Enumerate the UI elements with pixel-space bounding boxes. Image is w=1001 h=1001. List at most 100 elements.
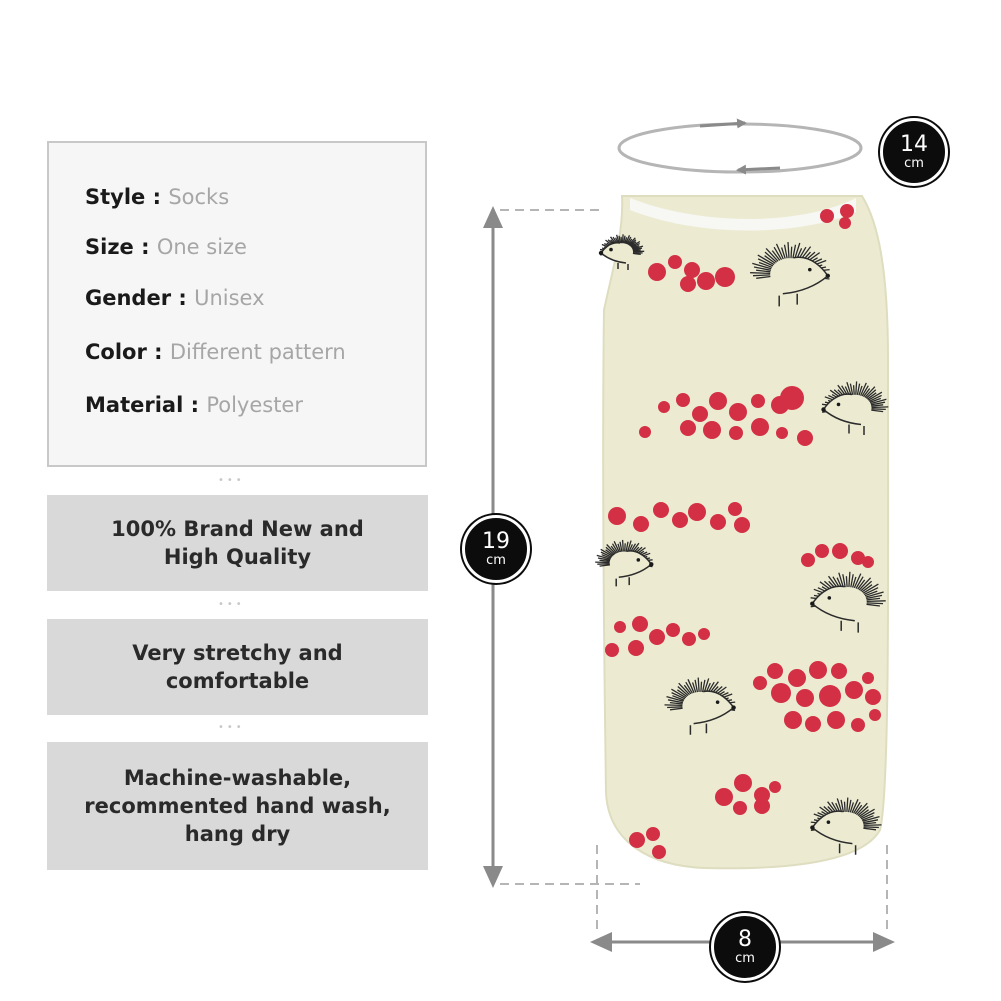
sock-dot: [734, 774, 752, 792]
spec-separator: :: [145, 185, 169, 209]
sock-dot: [653, 502, 669, 518]
spec-row-gender: Gender : Unisex: [85, 286, 265, 310]
spec-key: Color: [85, 340, 147, 364]
circumference-value: 14: [900, 131, 928, 157]
sock-dot: [682, 632, 696, 646]
spec-row-material: Material : Polyester: [85, 393, 303, 417]
sock-dot: [754, 798, 770, 814]
spec-separator: :: [146, 340, 170, 364]
circumference-badge: 14 cm: [880, 118, 948, 186]
hedgehog-icon: [598, 234, 645, 270]
separator-dots: •••: [218, 722, 245, 733]
sock-dot: [815, 544, 829, 558]
spec-separator: :: [133, 235, 157, 259]
sock-dot: [801, 553, 815, 567]
hedgehog-icon: [595, 539, 654, 587]
sock-dot: [754, 787, 770, 803]
length-badge: 19 cm: [462, 515, 530, 583]
hedgehog-pattern: [595, 234, 889, 855]
sock-dot: [658, 401, 670, 413]
sock-dot: [676, 393, 690, 407]
sock-dot: [776, 427, 788, 439]
sock-dot: [697, 272, 715, 290]
feature-box-stretchy: Very stretchy and comfortable: [47, 619, 428, 715]
sock-dot: [734, 517, 750, 533]
sock-dot: [632, 616, 648, 632]
spec-row-size: Size : One size: [85, 235, 247, 259]
sock-dot: [672, 512, 688, 528]
sock-dot: [680, 276, 696, 292]
sock-dot: [639, 426, 651, 438]
spec-value: Socks: [168, 185, 230, 209]
sock-dot: [751, 394, 765, 408]
length-unit: cm: [486, 552, 506, 568]
spec-separator: :: [183, 393, 207, 417]
sock-dot: [851, 551, 865, 565]
spec-value: One size: [156, 235, 247, 259]
hedgehog-icon: [810, 797, 882, 855]
sock-dot: [646, 827, 660, 841]
sock-dot: [851, 718, 865, 732]
sock-dot: [805, 716, 821, 732]
sock-dot: [728, 502, 742, 516]
spec-value: Polyester: [206, 393, 303, 417]
sock-dot: [614, 621, 626, 633]
width-unit: cm: [735, 950, 755, 966]
sock-dot: [709, 392, 727, 410]
sock-dot: [832, 543, 848, 559]
spec-value: Unisex: [194, 286, 265, 310]
spec-row-style: Style : Socks: [85, 185, 229, 209]
sock-dot: [633, 516, 649, 532]
sock-dot: [692, 406, 708, 422]
sock-dot: [608, 507, 626, 525]
spec-key: Material: [85, 393, 184, 417]
sock-dot: [729, 403, 747, 421]
sock-dot: [648, 263, 666, 281]
spec-key: Style: [85, 185, 146, 209]
sock-dot: [668, 255, 682, 269]
width-value: 8: [738, 926, 752, 952]
sock-dot: [771, 683, 791, 703]
sock-dot: [831, 663, 847, 679]
spec-key: Gender: [85, 286, 172, 310]
sock-dot: [684, 262, 700, 278]
sock-dot: [819, 685, 841, 707]
sock-dot: [840, 204, 854, 218]
sock-dot: [753, 676, 767, 690]
sock-dot: [869, 709, 881, 721]
length-value: 19: [482, 528, 510, 554]
sock-dot: [605, 643, 619, 657]
spec-separator: :: [171, 286, 195, 310]
sock-dot: [784, 711, 802, 729]
sock-dot: [688, 503, 706, 521]
sock-dot: [666, 623, 680, 637]
sock-dot: [809, 661, 827, 679]
sock-dot: [698, 628, 710, 640]
sock-dot-pattern: [605, 204, 881, 859]
sock-dot: [827, 711, 845, 729]
dimension-guides: [500, 209, 888, 930]
sock-dot: [845, 681, 863, 699]
feature-box-washing: Machine-washable, recommented hand wash,…: [47, 742, 428, 870]
sock-dot: [710, 514, 726, 530]
sock-dot: [780, 386, 804, 410]
sock-dot: [865, 689, 881, 705]
circumference-arrow: [617, 118, 863, 175]
sock-dot: [769, 781, 781, 793]
sock-dot: [628, 640, 644, 656]
sock-dot: [862, 672, 874, 684]
hedgehog-icon: [810, 571, 886, 633]
hedgehog-icon: [664, 677, 736, 735]
sock-dot: [862, 556, 874, 568]
sock-dot: [796, 689, 814, 707]
sock-dot: [820, 209, 834, 223]
circumference-unit: cm: [904, 155, 924, 171]
sock-dot: [729, 426, 743, 440]
sock-dot: [839, 217, 851, 229]
sock: [595, 195, 890, 870]
sock-dot: [788, 669, 806, 687]
spec-value: Different pattern: [169, 340, 346, 364]
sock-dot: [629, 832, 645, 848]
hedgehog-icon: [821, 381, 889, 435]
